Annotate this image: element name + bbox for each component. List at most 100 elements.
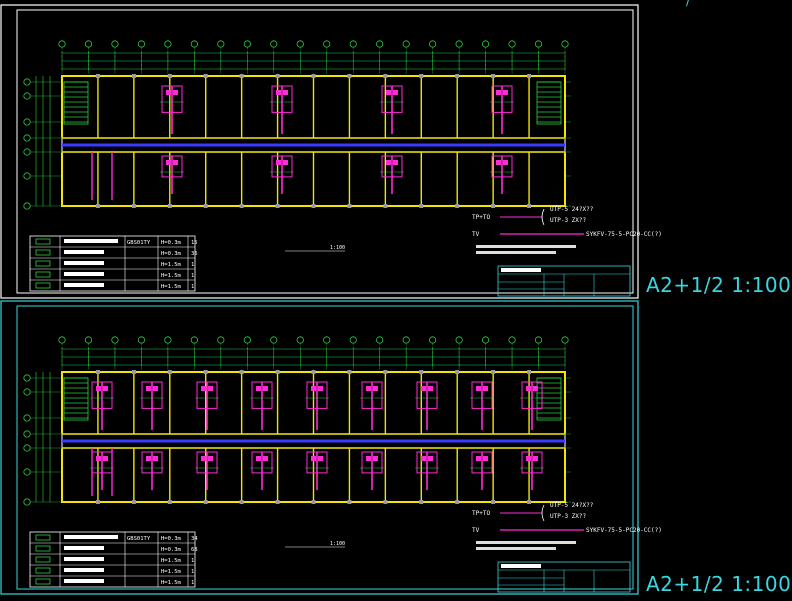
- outlet: [256, 456, 261, 461]
- outlet: [526, 386, 531, 391]
- column: [95, 204, 100, 208]
- stair: [63, 377, 89, 421]
- column: [311, 204, 316, 208]
- outlet: [208, 456, 213, 461]
- axis-bubble: [84, 40, 93, 48]
- column: [131, 500, 136, 504]
- axis-bubble: [270, 40, 278, 48]
- axis-bubble: [243, 336, 251, 344]
- sheet-outer-frame: [0, 300, 639, 595]
- wiring-tp-label: TP+TO: [472, 214, 490, 221]
- axis-bubble: [323, 336, 331, 344]
- note-line: [476, 251, 556, 254]
- legend-symbol: [35, 578, 51, 585]
- outlet: [103, 386, 108, 391]
- column: [383, 370, 388, 374]
- legend-symbol: [35, 260, 51, 267]
- outlet: [496, 90, 501, 95]
- legend-table: [29, 531, 196, 588]
- axis-bubble: [164, 40, 172, 48]
- outlet: [428, 456, 433, 461]
- outlet: [153, 456, 158, 461]
- outlet: [146, 456, 151, 461]
- outlet: [476, 386, 481, 391]
- legend-symbol: [35, 238, 51, 245]
- outlet: [166, 90, 171, 95]
- column: [527, 204, 532, 208]
- axis-bubble: [508, 40, 516, 48]
- axis-bubble: [190, 40, 198, 48]
- axis-bubble: [84, 336, 93, 344]
- outlet: [503, 160, 508, 165]
- outlet: [533, 386, 538, 391]
- legend-code: GBS01TY: [127, 240, 151, 246]
- plan-title-scale: 1:100: [330, 541, 345, 547]
- wiring-tp-spec-2: UTP-3 ZX??: [550, 217, 587, 224]
- axis-bubble-left: [23, 148, 31, 156]
- wiring-tp-label: TP+TO: [472, 510, 490, 517]
- outlet: [366, 386, 371, 391]
- legend-symbol: [35, 567, 51, 574]
- wiring-tv-label: TV: [472, 527, 480, 534]
- axis-bubble: [561, 336, 569, 344]
- column: [203, 74, 208, 78]
- note-line: [476, 245, 576, 248]
- legend-description-bar: [64, 250, 104, 254]
- outlet: [276, 160, 281, 165]
- axis-bubble: [481, 40, 490, 48]
- outlet: [201, 456, 206, 461]
- column: [347, 204, 352, 208]
- outlet: [393, 90, 398, 95]
- axis-bubble-left: [23, 444, 31, 452]
- axis-bubble: [58, 336, 66, 344]
- column: [275, 74, 280, 78]
- legend-description-bar: [64, 535, 118, 539]
- axis-bubble: [137, 40, 146, 48]
- wiring-tv-spec: SYKFV-75-5-PC20-CC(?): [586, 527, 662, 534]
- wiring-brace: [541, 504, 545, 522]
- column: [383, 500, 388, 504]
- column: [527, 370, 532, 374]
- outlet: [173, 160, 178, 165]
- column: [95, 74, 100, 78]
- legend-qty: 1: [191, 273, 194, 279]
- wiring-tp-spec-2: UTP-3 ZX??: [550, 513, 587, 520]
- legend-qty: 36: [191, 251, 198, 257]
- note-line: [476, 541, 576, 544]
- wiring-tv-label: TV: [472, 231, 480, 238]
- stair: [536, 377, 562, 421]
- column: [491, 370, 496, 374]
- column: [419, 500, 424, 504]
- outlet: [311, 456, 316, 461]
- column: [419, 74, 424, 78]
- legend-symbol: [35, 556, 51, 563]
- column: [167, 500, 172, 504]
- column: [239, 370, 244, 374]
- outlet: [263, 386, 268, 391]
- legend-qty: 68: [191, 547, 198, 553]
- legend-description-bar: [64, 283, 104, 287]
- outlet: [386, 90, 391, 95]
- legend-qty: 15: [191, 240, 198, 246]
- outlet: [103, 456, 108, 461]
- axis-bubble: [296, 40, 304, 48]
- legend-description-bar: [64, 546, 104, 550]
- axis-bubble: [561, 40, 569, 48]
- column: [383, 74, 388, 78]
- axis-bubble: [402, 40, 410, 48]
- column: [239, 204, 244, 208]
- scale-label-bottom: A2+1/2 1:100: [646, 572, 792, 596]
- axis-bubble: [270, 336, 278, 344]
- outlet: [373, 386, 378, 391]
- column: [311, 370, 316, 374]
- wiring-tv-spec: SYKFV-75-5-PC20-CC(?): [586, 231, 662, 238]
- axis-bubble: [190, 336, 198, 344]
- outlet: [428, 386, 433, 391]
- stair: [536, 81, 562, 125]
- title-block-logo: [501, 268, 541, 272]
- column: [167, 370, 172, 374]
- outlet: [318, 386, 323, 391]
